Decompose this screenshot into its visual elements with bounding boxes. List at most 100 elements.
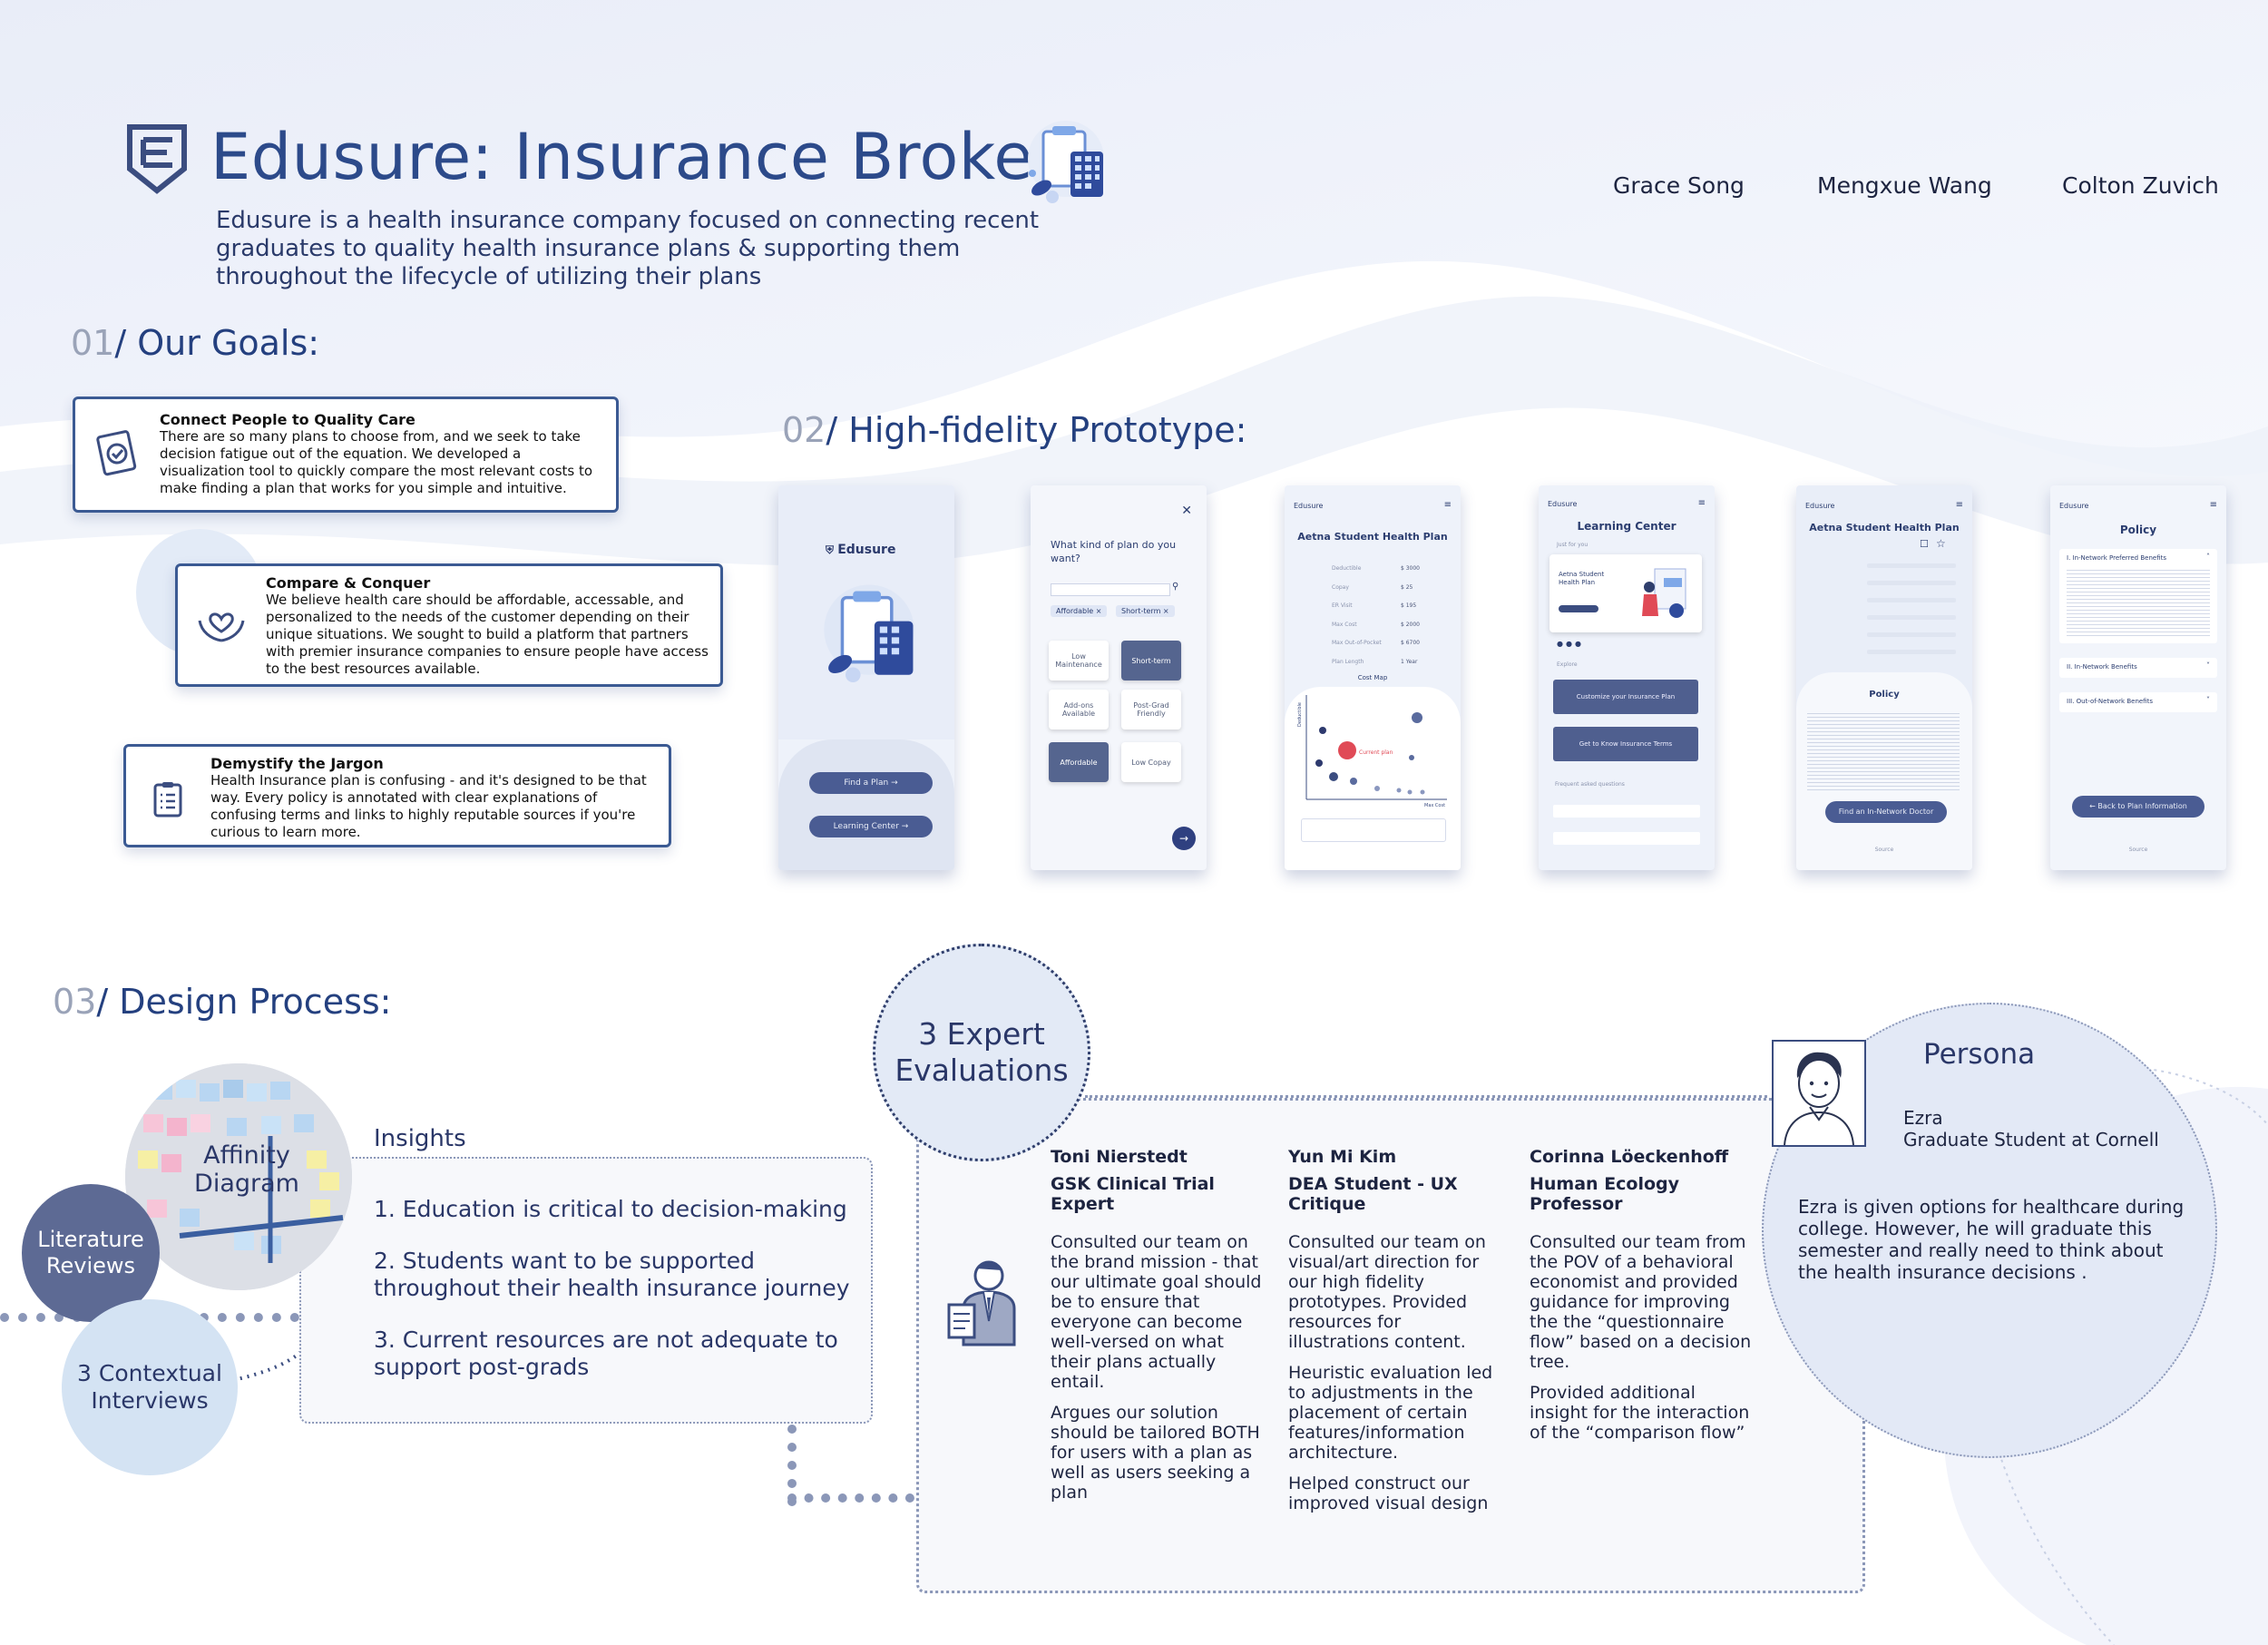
expert-role: Human Ecology Professor xyxy=(1530,1174,1680,1214)
clipboard-pills-icon xyxy=(824,584,914,682)
card-title: Aetna Student Health Plan xyxy=(1559,571,1605,586)
persona-title: Persona xyxy=(1923,1038,2036,1071)
cost-map-scatter: Current plan Deductible Max Cost xyxy=(1297,695,1447,808)
expert-note: Provided additional insight for the inte… xyxy=(1530,1383,1750,1443)
interviews-bubble: 3 Contextual Interviews xyxy=(62,1299,238,1475)
search-input[interactable] xyxy=(1051,583,1170,596)
goals-heading: 01/ Our Goals: xyxy=(71,323,320,363)
find-doctor-button[interactable]: Find an In-Network Doctor xyxy=(1825,801,1947,823)
section-label: Frequent asked questions xyxy=(1555,781,1625,788)
learning-center-button[interactable]: Learning Center → xyxy=(809,816,933,837)
y-axis-label: Deductible xyxy=(1297,702,1303,727)
chevron-up-icon[interactable]: ˄ xyxy=(2206,553,2210,561)
policy-section-expanded[interactable]: I. In-Network Preferred Benefits ˄ xyxy=(2059,549,2217,643)
next-button[interactable]: → xyxy=(1172,827,1196,850)
policy-section[interactable]: III. Out-of-Network Benefits ˅ xyxy=(2059,692,2217,712)
expert-avatar-icon xyxy=(947,1260,1016,1346)
persona-role: Graduate Student at Cornell xyxy=(1903,1129,2159,1151)
insight-item: 3. Current resources are not adequate to… xyxy=(374,1327,838,1380)
faq-item[interactable] xyxy=(1553,832,1700,845)
expert-column: Toni Nierstedt GSK Clinical Trial Expert… xyxy=(1051,1147,1268,1503)
clipboard-pills-icon xyxy=(1028,121,1104,203)
section-title: III. Out-of-Network Benefits xyxy=(2067,698,2153,705)
interviews-label: 3 Contextual Interviews xyxy=(77,1360,222,1414)
learning-title: Learning Center xyxy=(1577,520,1677,533)
arrow-right-icon: → xyxy=(901,822,909,831)
brand-label: Edusure xyxy=(1805,502,1835,510)
chart-label: Cost Map xyxy=(1357,674,1388,681)
option-tile[interactable]: Affordable xyxy=(1049,742,1109,782)
expert-note: Consulted our team from the POV of a beh… xyxy=(1530,1232,1752,1372)
plan-title: Aetna Student Health Plan xyxy=(1809,522,1960,534)
section-text xyxy=(2067,567,2210,636)
expert-role: GSK Clinical Trial Expert xyxy=(1051,1174,1215,1214)
goal-body: We believe health care should be afforda… xyxy=(266,592,709,677)
menu-icon[interactable]: ≡ xyxy=(1443,500,1452,510)
prototype-screen-policy: Edusure ≡ Policy I. In-Network Preferred… xyxy=(2050,485,2226,870)
option-tile[interactable]: Post-Grad Friendly xyxy=(1121,690,1181,729)
menu-icon[interactable]: ≡ xyxy=(1697,498,1706,508)
brand-label: Edusure xyxy=(1548,500,1578,508)
process-heading: 03/ Design Process: xyxy=(53,982,392,1022)
clipboard-check-icon xyxy=(96,430,137,476)
experts-bubble: 3 Expert Evaluations xyxy=(873,944,1090,1161)
chevron-down-icon[interactable]: ˅ xyxy=(2206,696,2210,704)
question-text: What kind of plan do you want? xyxy=(1051,539,1177,564)
option-tile[interactable]: Short-term xyxy=(1121,641,1181,681)
find-plan-button[interactable]: Find a Plan → xyxy=(809,772,933,794)
option-tile[interactable]: Low Copay xyxy=(1121,742,1181,782)
option-tile[interactable]: Low Maintenance xyxy=(1049,641,1109,681)
person-reading-icon xyxy=(1642,568,1686,618)
literature-label: Literature Reviews xyxy=(37,1227,144,1278)
brand-label: Edusure xyxy=(1294,502,1324,510)
document-list-icon xyxy=(153,782,182,818)
bookmark-icon[interactable]: ☐ xyxy=(1920,538,1929,550)
plan-title: Aetna Student Health Plan xyxy=(1297,531,1448,543)
expert-note: Argues our solution should be tailored B… xyxy=(1051,1403,1260,1503)
back-to-plan-button[interactable]: ← Back to Plan Information xyxy=(2072,796,2204,818)
heart-hands-icon xyxy=(198,612,245,642)
connector-line xyxy=(1085,1095,1767,1098)
team-member-1: Grace Song xyxy=(1613,172,1745,199)
experts-label: 3 Expert Evaluations xyxy=(894,1016,1069,1088)
policy-text xyxy=(1807,710,1960,792)
option-tile[interactable]: Add-ons Available xyxy=(1049,690,1109,729)
menu-icon[interactable]: ≡ xyxy=(1955,500,1963,510)
source-label: Source xyxy=(2128,847,2148,853)
policy-title: Policy xyxy=(2119,524,2157,536)
arrow-right-icon: → xyxy=(891,778,898,788)
filter-chip[interactable]: Affordable × xyxy=(1051,605,1108,617)
experts-box xyxy=(916,1098,1865,1593)
carousel-dots[interactable]: ●●● xyxy=(1557,640,1584,648)
current-plan-label: Current plan xyxy=(1359,749,1393,756)
expert-column: Corinna Löeckenhoff Human Ecology Profes… xyxy=(1530,1147,1756,1443)
persona-description: Ezra is given options for healthcare dur… xyxy=(1798,1196,2185,1283)
prototype-screen-learning-center: Edusure ≡ Learning Center Just for you A… xyxy=(1539,485,1715,870)
close-icon[interactable]: ✕ xyxy=(1181,504,1192,518)
insurance-terms-button[interactable]: Get to Know Insurance Terms xyxy=(1553,727,1698,761)
plan-card[interactable]: Aetna Student Health Plan xyxy=(1549,554,1702,632)
policy-section[interactable]: II. In-Network Benefits ˅ xyxy=(2059,658,2217,678)
goal-body: Health Insurance plan is confusing - and… xyxy=(210,772,647,840)
expert-role: DEA Student - UX Critique xyxy=(1288,1174,1458,1214)
expert-note: Consulted our team on the brand mission … xyxy=(1051,1232,1262,1392)
shield-icon: ⛨ xyxy=(826,543,838,556)
goal-card-jargon: Demystify the Jargon Health Insurance pl… xyxy=(123,744,671,847)
menu-icon[interactable]: ≡ xyxy=(2209,500,2217,510)
card-button[interactable] xyxy=(1559,605,1598,612)
x-axis-label: Max Cost xyxy=(1424,803,1445,808)
customize-plan-button[interactable]: Customize your Insurance Plan xyxy=(1553,680,1698,714)
page-title: Edusure: Insurance Broker xyxy=(210,120,1061,194)
goal-title: Compare & Conquer xyxy=(266,574,431,592)
prototype-screen-plan-compare: Edusure ≡ Aetna Student Health Plan Dedu… xyxy=(1285,485,1461,870)
expert-name: Yun Mi Kim xyxy=(1288,1147,1397,1167)
chevron-down-icon[interactable]: ˅ xyxy=(2206,661,2210,670)
filter-chip[interactable]: Short-term × xyxy=(1116,605,1175,617)
expert-note: Helped construct our improved visual des… xyxy=(1288,1474,1489,1513)
affinity-photo xyxy=(125,1063,352,1290)
prototype-screen-home: ⛨ Edusure Find a Plan → Learning Center … xyxy=(778,485,954,870)
search-icon[interactable]: ⚲ xyxy=(1172,582,1179,592)
star-icon[interactable]: ☆ xyxy=(1936,537,1946,550)
faq-item[interactable] xyxy=(1553,805,1700,818)
arrow-left-icon: ← xyxy=(2089,802,2098,810)
